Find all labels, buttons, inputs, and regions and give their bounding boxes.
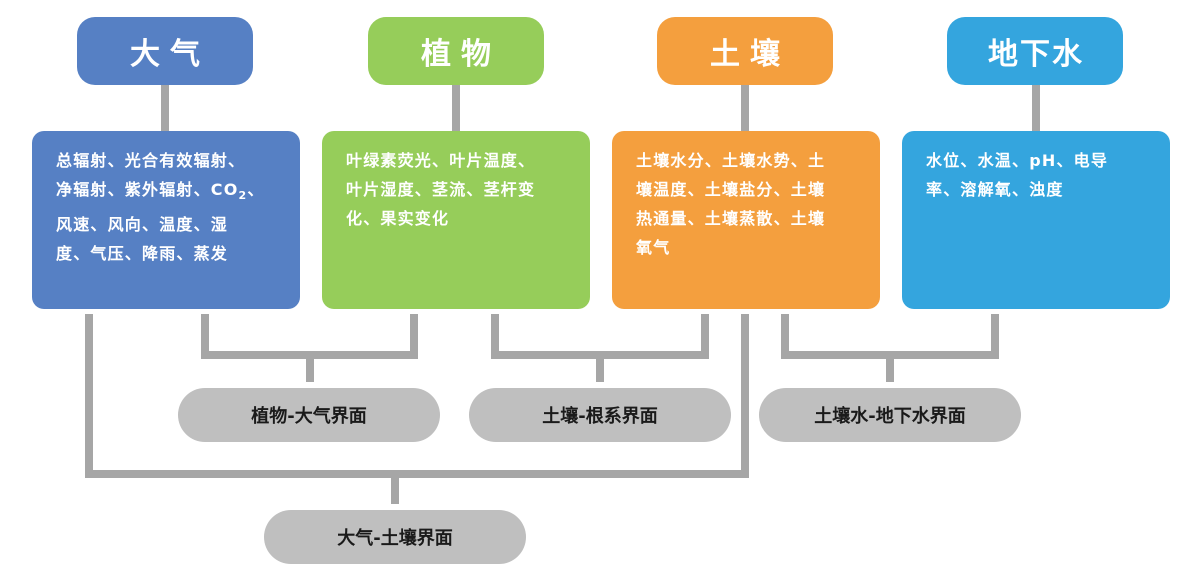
interface-soil-root: 土壤-根系界面 bbox=[469, 388, 731, 442]
interface-atmosphere-soil-label: 大气-土壤界面 bbox=[337, 528, 453, 549]
atmosphere-items-line2: 净辐射、紫外辐射、CO2、 bbox=[56, 175, 278, 210]
header-plant-label: 植物 bbox=[421, 37, 501, 72]
header-soil-label: 土壤 bbox=[710, 37, 790, 72]
atmosphere-items-line2-sub: 2 bbox=[238, 189, 248, 203]
plant-items: 叶绿素荧光、叶片温度、 叶片湿度、茎流、茎杆变 化、果实变化 bbox=[346, 151, 536, 228]
atmosphere-items-rest: 风速、风向、温度、湿 度、气压、降雨、蒸发 bbox=[56, 215, 229, 264]
header-plant: 植物 bbox=[368, 17, 544, 85]
box-plant: 叶绿素荧光、叶片温度、 叶片湿度、茎流、茎杆变 化、果实变化 bbox=[322, 131, 590, 309]
interface-soil-root-label: 土壤-根系界面 bbox=[542, 406, 658, 427]
header-atmosphere: 大气 bbox=[77, 17, 253, 85]
box-groundwater: 水位、水温、pH、电导 率、溶解氧、浊度 bbox=[902, 131, 1170, 309]
bracket-soilwater-groundwater bbox=[781, 314, 999, 359]
header-groundwater: 地下水 bbox=[947, 17, 1123, 85]
box-atmosphere: 总辐射、光合有效辐射、 净辐射、紫外辐射、CO2、 风速、风向、温度、湿 度、气… bbox=[32, 131, 300, 309]
header-soil: 土壤 bbox=[657, 17, 833, 85]
interface-plant-atmosphere: 植物-大气界面 bbox=[178, 388, 440, 442]
atmosphere-items: 总辐射、光合有效辐射、 净辐射、紫外辐射、CO2、 风速、风向、温度、湿 度、气… bbox=[56, 146, 278, 268]
atmosphere-items-line2-pre: 净辐射、紫外辐射、CO bbox=[56, 180, 239, 199]
atmosphere-items-line1: 总辐射、光合有效辐射、 bbox=[56, 151, 246, 170]
bracket-plant-atmosphere bbox=[201, 314, 418, 359]
groundwater-items: 水位、水温、pH、电导 率、溶解氧、浊度 bbox=[926, 151, 1109, 199]
soil-items: 土壤水分、土壤水势、土 壤温度、土壤盐分、土壤 热通量、土壤蒸散、土壤 氧气 bbox=[636, 151, 826, 257]
header-atmosphere-label: 大气 bbox=[130, 37, 210, 72]
bracket-atmosphere-soil bbox=[85, 314, 749, 478]
box-soil: 土壤水分、土壤水势、土 壤温度、土壤盐分、土壤 热通量、土壤蒸散、土壤 氧气 bbox=[612, 131, 880, 309]
interface-soilwater-groundwater: 土壤水-地下水界面 bbox=[759, 388, 1021, 442]
atmosphere-items-line2-post: 、 bbox=[247, 180, 265, 199]
header-groundwater-label: 地下水 bbox=[988, 37, 1084, 72]
bracket-soil-root bbox=[491, 314, 709, 359]
interface-atmosphere-soil: 大气-土壤界面 bbox=[264, 510, 526, 564]
interface-plant-atmosphere-label: 植物-大气界面 bbox=[251, 406, 367, 427]
interface-soilwater-groundwater-label: 土壤水-地下水界面 bbox=[814, 406, 966, 427]
